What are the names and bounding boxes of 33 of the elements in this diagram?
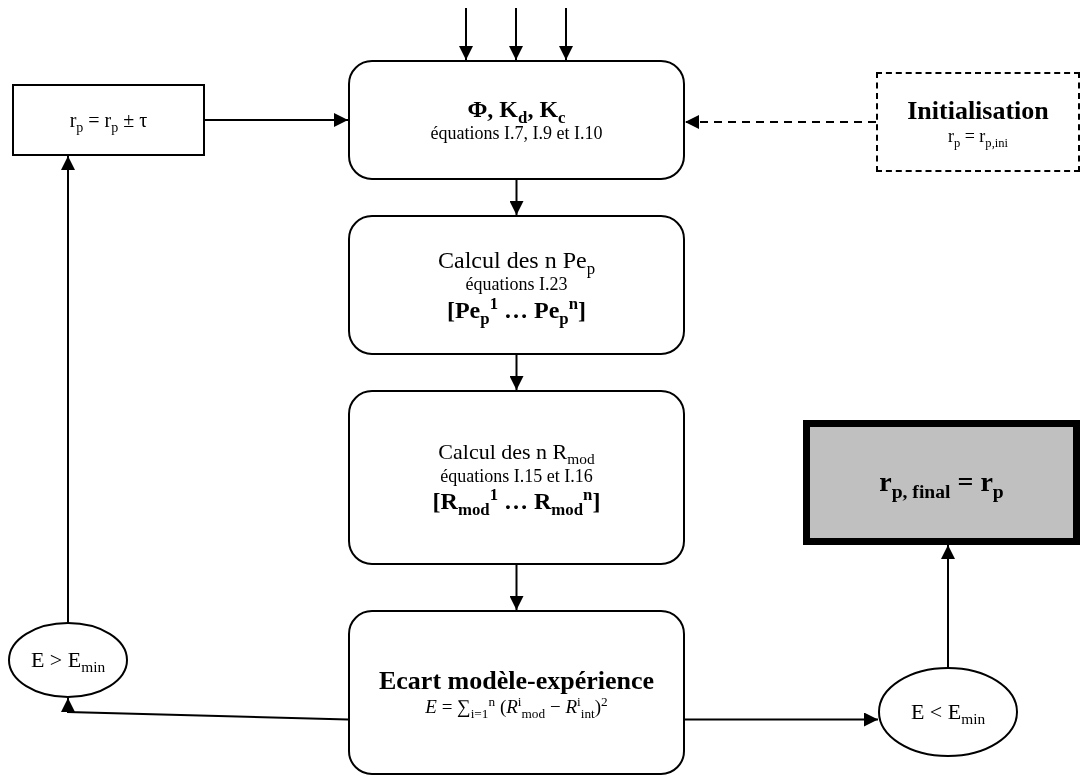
process-box (348, 610, 685, 775)
process-box (348, 215, 685, 355)
formula-text: r$_{p}$ = r$_{p,ini}$ (947, 127, 1009, 148)
result-box (803, 420, 1080, 545)
process-box (12, 84, 205, 156)
arrow (509, 7, 523, 61)
arrow (509, 179, 524, 216)
arrow (684, 115, 877, 129)
formula-text: [R$_{mod}$$^{1}$ … R$_{mod}$$^{n}$] (432, 488, 601, 515)
condition-ellipse (878, 667, 1018, 757)
arrow (941, 544, 955, 668)
process-box (348, 60, 685, 180)
arrow (559, 7, 573, 61)
node-text: équations I.15 et I.16 (440, 466, 593, 487)
process-box (348, 390, 685, 565)
condition-ellipse (8, 622, 128, 698)
arrow (459, 7, 473, 61)
arrow (204, 113, 349, 127)
arrow (61, 155, 75, 623)
condition-text: E < E$_{min}$ (910, 699, 986, 725)
node-text: équations I.23 (465, 275, 568, 295)
arrow (509, 564, 524, 611)
node-text: équations I.7, I.9 et I.10 (430, 124, 603, 145)
arrow (684, 712, 879, 727)
node-title: Ecart modèle-expérience (378, 666, 654, 696)
formula-text: E = ∑$_{i=1}$$^{n}$ (R$^{i}$$_{mod}$ − R$^{i}$$_{int}$)$^{2}$ (425, 697, 608, 719)
node-title: Φ, K$_{d}$, K$_{c}$ (467, 95, 566, 123)
node-title: Initialisation (907, 96, 1049, 126)
arrow (61, 697, 349, 721)
start-box (876, 72, 1080, 172)
node-title: Calcul des n R$_{mod}$ (438, 440, 595, 465)
condition-text: E > E$_{min}$ (30, 647, 106, 673)
arrow (509, 354, 524, 391)
